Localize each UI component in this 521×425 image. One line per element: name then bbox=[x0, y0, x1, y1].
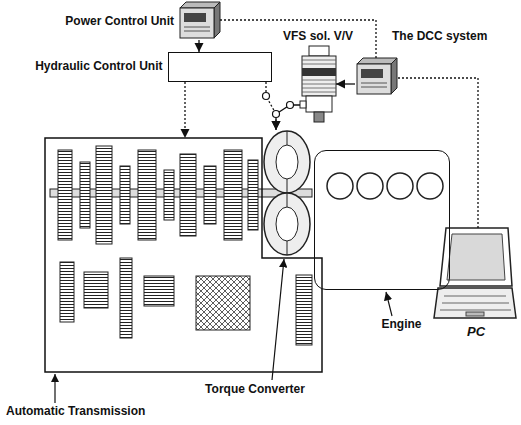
icon-rib bbox=[361, 83, 387, 84]
housing-outline bbox=[45, 138, 322, 372]
icon-face bbox=[180, 2, 220, 8]
ecu-icon bbox=[357, 58, 397, 94]
node-label: The DCC system bbox=[392, 30, 487, 44]
switch-contact bbox=[273, 111, 280, 118]
gear bbox=[120, 166, 130, 224]
gear bbox=[180, 154, 196, 236]
icon-face bbox=[214, 2, 220, 38]
cylinder bbox=[327, 173, 353, 199]
gear bbox=[58, 150, 72, 240]
node-label: Engine bbox=[382, 318, 422, 332]
leader-line bbox=[386, 292, 392, 316]
node-label: Hydraulic Control Unit bbox=[35, 60, 162, 74]
gear bbox=[248, 160, 258, 230]
laptop-keys bbox=[440, 296, 511, 310]
converter-core bbox=[276, 145, 298, 179]
valve-body-block bbox=[196, 276, 250, 330]
node-label: Power Control Unit bbox=[65, 15, 174, 29]
control-box: Hydraulic Control Unit bbox=[168, 52, 272, 82]
converter-blade bbox=[287, 131, 288, 255]
icon-connector bbox=[361, 69, 383, 78]
cylinder bbox=[417, 173, 443, 199]
icon-rib bbox=[361, 87, 387, 88]
gear bbox=[144, 276, 174, 306]
connector-arrow bbox=[266, 82, 276, 130]
engine-cylinders bbox=[327, 173, 443, 199]
transmission-housing: Automatic Transmission bbox=[45, 138, 322, 372]
node-label: VFS sol. V/V bbox=[283, 30, 353, 44]
laptop-touchpad bbox=[466, 312, 484, 316]
valve-winding bbox=[302, 60, 336, 92]
icon-face bbox=[357, 58, 397, 64]
ecu-unit: Power Control Unit bbox=[178, 2, 220, 40]
icon-connector bbox=[184, 13, 206, 22]
laptop-screen bbox=[440, 228, 512, 286]
solenoid-valve-symbol bbox=[300, 46, 336, 122]
node-label: Torque Converter bbox=[205, 383, 305, 397]
connector-arrow bbox=[336, 83, 355, 84]
gear bbox=[96, 146, 112, 244]
gear bbox=[296, 275, 312, 345]
leader-line bbox=[272, 259, 284, 380]
housing-shape bbox=[45, 138, 322, 372]
gear bbox=[138, 150, 156, 240]
ecu-unit: The DCC system bbox=[355, 58, 397, 98]
leader-line bbox=[54, 374, 55, 403]
node-label: PC bbox=[467, 325, 485, 340]
gear bbox=[84, 272, 108, 308]
connector-arrow bbox=[397, 78, 478, 228]
icon-rib bbox=[184, 27, 210, 28]
node-label: Automatic Transmission bbox=[6, 405, 145, 419]
connector-arrow bbox=[184, 82, 185, 138]
torque-converter-drawing bbox=[264, 131, 310, 255]
laptop-icon bbox=[434, 228, 516, 318]
icon-face bbox=[180, 8, 214, 38]
valve-band bbox=[302, 68, 336, 76]
switch-contact bbox=[263, 93, 270, 100]
gear bbox=[60, 262, 74, 322]
icon-face bbox=[391, 58, 397, 94]
gear bbox=[204, 166, 216, 224]
converter-core bbox=[276, 207, 298, 241]
gear bbox=[80, 162, 90, 228]
connector-arrow bbox=[198, 40, 199, 52]
gear bbox=[164, 170, 174, 220]
switch-contact bbox=[287, 102, 294, 109]
icon-face bbox=[357, 64, 391, 94]
icon-rib bbox=[184, 31, 210, 32]
laptop-pc: PC bbox=[434, 228, 516, 320]
valve-cap bbox=[309, 46, 329, 56]
valve-coil bbox=[302, 56, 336, 96]
valve-housing bbox=[306, 96, 332, 112]
solenoid-valve: VFS sol. V/V bbox=[300, 46, 336, 122]
torque-converter: Torque Converter bbox=[262, 130, 312, 256]
valve-spool bbox=[314, 112, 324, 122]
engine-block: Engine bbox=[314, 150, 450, 290]
laptop-display bbox=[447, 234, 505, 280]
laptop-base bbox=[434, 288, 516, 318]
gear bbox=[120, 258, 132, 338]
valve-port bbox=[300, 101, 306, 108]
cylinder bbox=[357, 173, 383, 199]
gear bbox=[224, 150, 242, 240]
cylinder bbox=[387, 173, 413, 199]
connector-arrow bbox=[276, 105, 300, 130]
ecu-icon bbox=[180, 2, 220, 38]
